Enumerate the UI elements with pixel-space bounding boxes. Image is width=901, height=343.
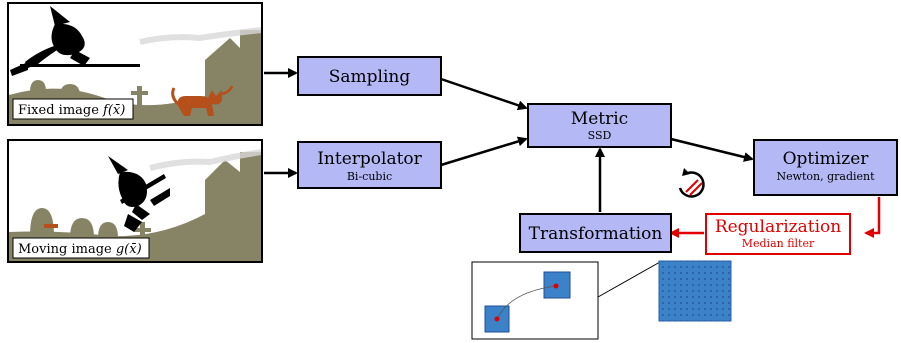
metric-sublabel: SSD <box>588 129 612 142</box>
regularization-arrows <box>669 197 881 238</box>
interpolator-block: Interpolator Bi-cubic <box>297 141 442 189</box>
sampling-label: Sampling <box>329 67 411 87</box>
fixed-image-panel: Fixed image f(x̄) <box>7 2 263 126</box>
sampling-block: Sampling <box>297 56 442 96</box>
moving-image-panel: Moving image g(x̄) <box>7 139 263 263</box>
transformation-illustration <box>471 260 732 340</box>
target-square <box>543 271 571 299</box>
metric-label: Metric <box>571 109 628 129</box>
metric-block: Metric SSD <box>527 103 672 148</box>
iteration-loop-icon <box>678 168 705 198</box>
arrow-metric-to-optimizer <box>670 137 754 162</box>
fixed-image-caption: Fixed image f(x̄) <box>18 103 125 118</box>
interpolator-sublabel: Bi-cubic <box>347 170 392 183</box>
optimizer-label: Optimizer <box>783 149 870 169</box>
arrow-interpolator-to-metric <box>440 136 528 167</box>
regularization-sublabel: Median filter <box>742 237 815 250</box>
transformation-label: Transformation <box>529 224 663 244</box>
optimizer-block: Optimizer Newton, gradient <box>753 139 898 196</box>
regularization-block: Regularization Median filter <box>705 213 851 255</box>
arrow-sampling-to-metric <box>440 77 528 111</box>
flow-arrows <box>264 68 754 212</box>
regularization-label: Regularization <box>715 217 841 237</box>
optimizer-sublabel: Newton, gradient <box>776 170 875 183</box>
moving-image-caption: Moving image g(x̄) <box>18 242 142 257</box>
deformation-grid <box>658 260 732 322</box>
interpolator-label: Interpolator <box>317 149 422 169</box>
arrow-optimizer-to-regularization <box>864 197 881 238</box>
transformation-block: Transformation <box>519 213 672 253</box>
